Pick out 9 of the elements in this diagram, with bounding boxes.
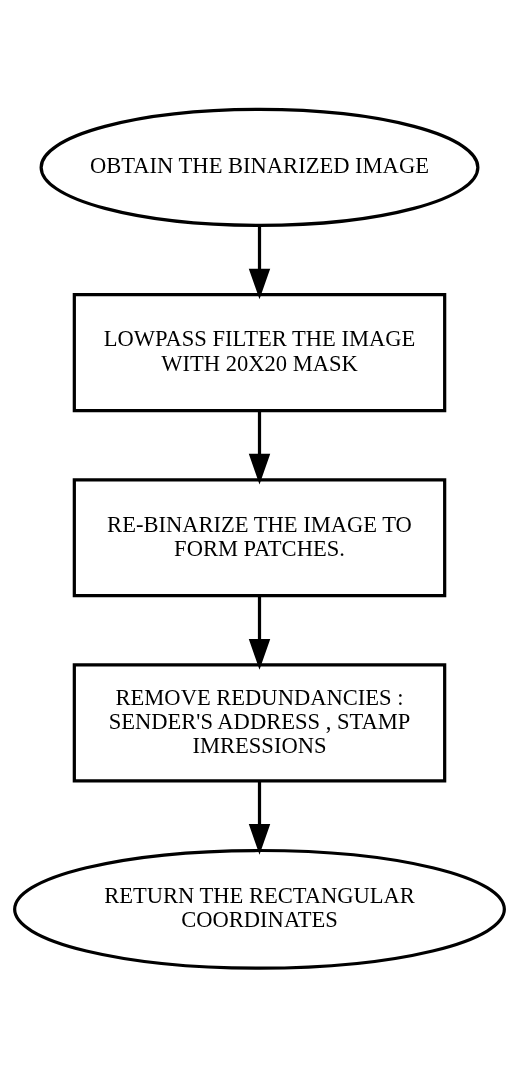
node-ellipse: RETURN THE RECTANGULAR COORDINATES xyxy=(13,848,506,970)
arrow xyxy=(248,225,271,300)
arrow xyxy=(248,410,271,485)
node-ellipse: OBTAIN THE BINARIZED IMAGE xyxy=(39,107,480,227)
node-box: RE-BINARIZE THE IMAGE TO FORM PATCHES. xyxy=(72,478,447,598)
node-box: REMOVE REDUNDANCIES : SENDER'S ADDRESS , STAMP IMRESSIONS xyxy=(72,663,447,783)
node-box: LOWPASS FILTER THE IMAGE WITH 20X20 MASK xyxy=(72,293,447,413)
arrow xyxy=(248,781,271,855)
arrow xyxy=(248,595,271,670)
